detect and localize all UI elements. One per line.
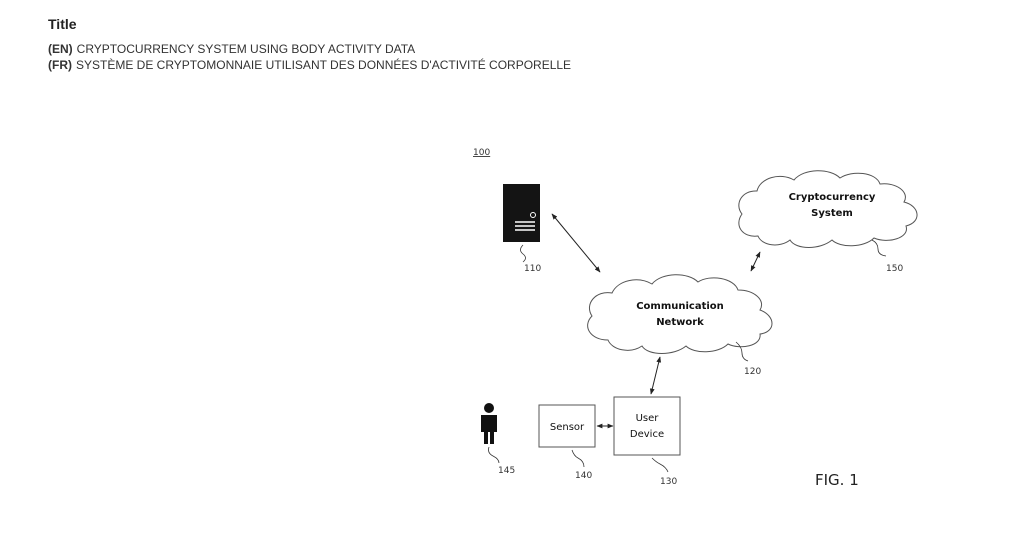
server-network-link bbox=[551, 213, 601, 273]
lang-code-fr: (FR) bbox=[48, 58, 72, 72]
network-device-link bbox=[649, 356, 662, 395]
lang-code-en: (EN) bbox=[48, 42, 73, 56]
device-leader-line bbox=[651, 457, 669, 473]
title-en: (EN)CRYPTOCURRENCY SYSTEM USING BODY ACT… bbox=[48, 41, 571, 57]
crypto-label-line2: System bbox=[811, 208, 853, 219]
network-reference: 120 bbox=[744, 367, 761, 377]
network-leader-line bbox=[735, 341, 749, 362]
crypto-reference: 150 bbox=[886, 264, 903, 274]
server-leader-line bbox=[520, 244, 526, 263]
server-reference: 110 bbox=[524, 264, 541, 274]
sensor-leader-line bbox=[571, 449, 585, 468]
title-fr-text: SYSTÈME DE CRYPTOMONNAIE UTILISANT DES D… bbox=[76, 58, 572, 72]
title-en-text: CRYPTOCURRENCY SYSTEM USING BODY ACTIVIT… bbox=[76, 42, 416, 56]
user-device-box: User Device bbox=[613, 396, 681, 456]
server-icon bbox=[503, 184, 540, 242]
person-icon bbox=[481, 403, 497, 444]
title-section: Title (EN)CRYPTOCURRENCY SYSTEM USING BO… bbox=[48, 16, 571, 73]
device-reference: 130 bbox=[660, 477, 677, 487]
crypto-leader-line bbox=[871, 239, 887, 257]
device-label-line2: Device bbox=[630, 429, 664, 440]
sensor-label: Sensor bbox=[550, 422, 585, 433]
network-crypto-link bbox=[750, 251, 761, 272]
title-heading: Title bbox=[48, 16, 77, 32]
sensor-reference: 140 bbox=[575, 471, 592, 481]
title-fr: (FR) SYSTÈME DE CRYPTOMONNAIE UTILISANT D… bbox=[48, 57, 571, 73]
network-label-line2: Network bbox=[656, 317, 704, 328]
system-reference: 100 bbox=[473, 148, 490, 158]
person-reference: 145 bbox=[498, 466, 515, 476]
crypto-system-cloud: Cryptocurrency System bbox=[738, 170, 918, 248]
device-label-line1: User bbox=[636, 413, 660, 424]
person-leader-line bbox=[488, 446, 500, 464]
communication-network-cloud: Communication Network bbox=[587, 274, 773, 354]
sensor-box: Sensor bbox=[538, 404, 596, 448]
figure-label: FIG. 1 bbox=[815, 471, 859, 489]
crypto-label-line1: Cryptocurrency bbox=[789, 192, 876, 203]
network-label-line1: Communication bbox=[636, 301, 724, 312]
